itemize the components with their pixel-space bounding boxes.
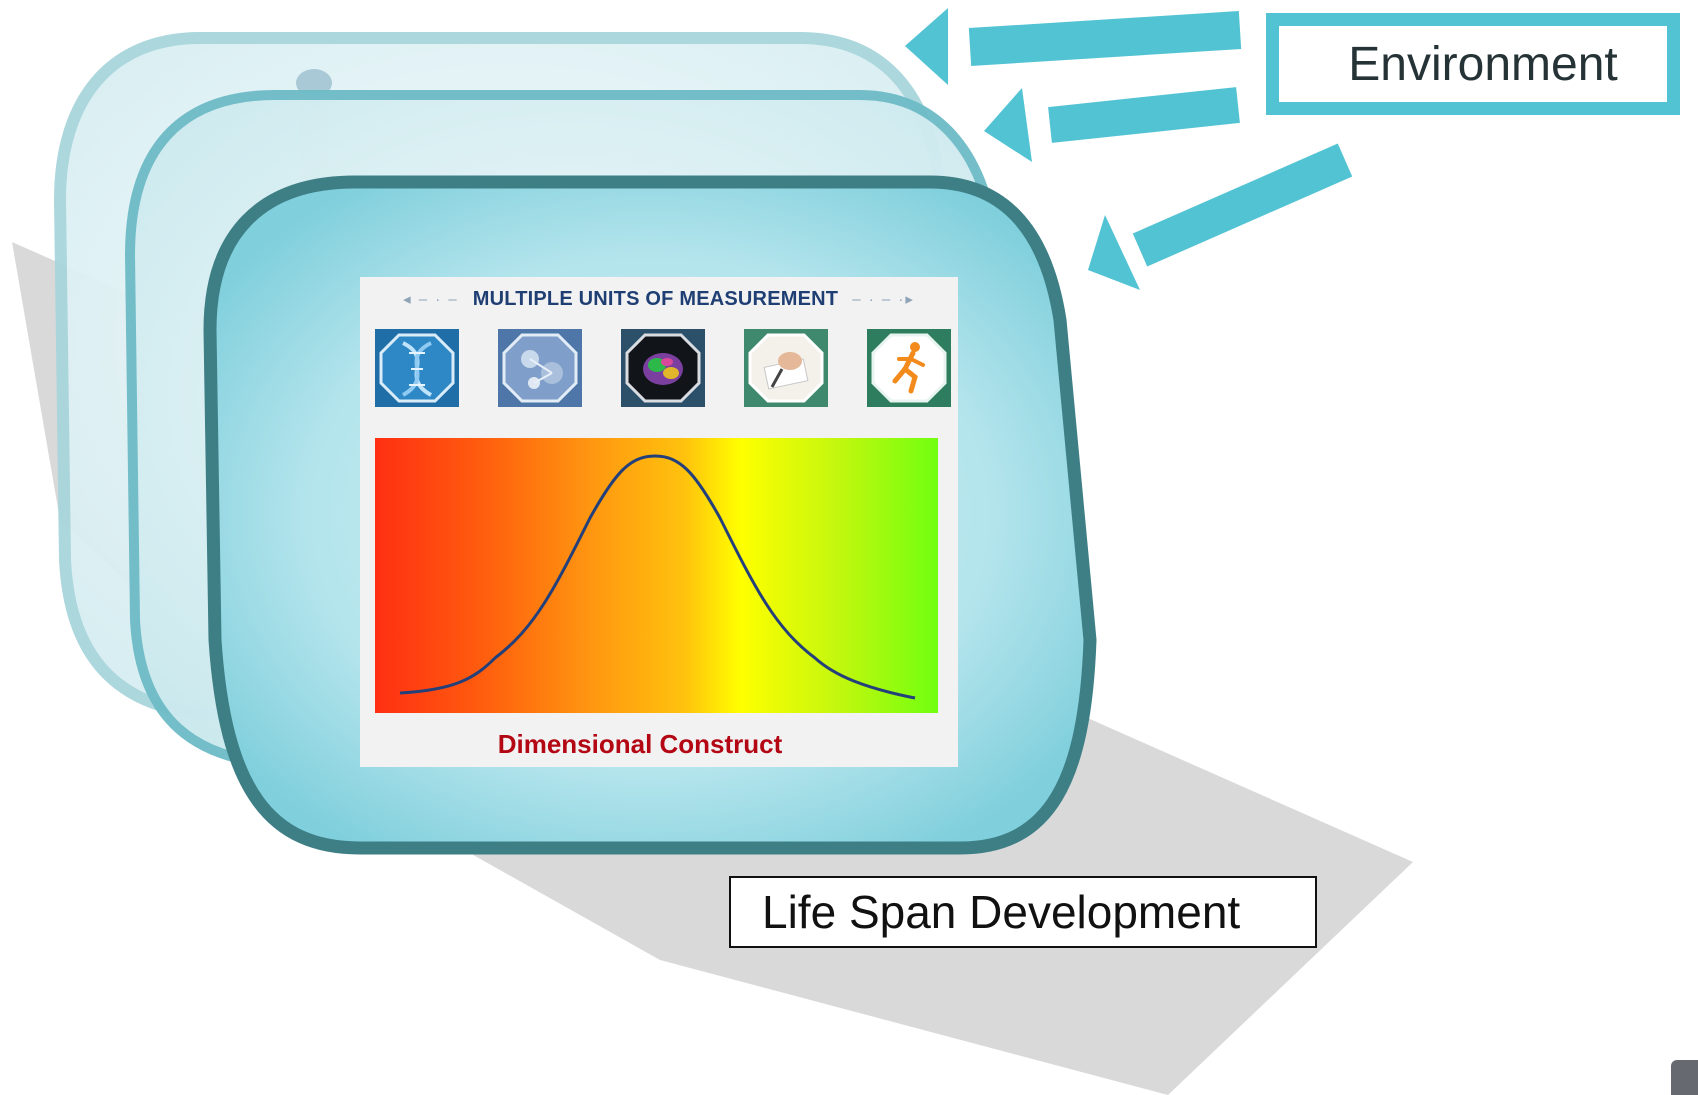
- right-dash-arrow-icon: ‒ · ‒ ·▸: [852, 291, 915, 308]
- environment-arrow-top: [905, 8, 1242, 85]
- environment-label-box: Environment: [1266, 13, 1680, 115]
- dimensional-construct-caption: Dimensional Construct: [497, 729, 783, 759]
- corner-badge: [1671, 1060, 1698, 1095]
- runner-icon: [867, 329, 951, 407]
- measurement-panel: ◂ ‒ · ‒ MULTIPLE UNITS OF MEASUREMENT ‒ …: [360, 277, 958, 767]
- lifespan-label: Life Span Development: [762, 886, 1241, 938]
- dimensional-gradient: [375, 438, 938, 713]
- cells-icon: [498, 329, 582, 407]
- environment-arrow-middle: [984, 87, 1240, 162]
- normal-distribution-curve: [399, 454, 916, 700]
- brain-icon: [621, 329, 705, 407]
- environment-label: Environment: [1348, 37, 1618, 91]
- dna-icon: [375, 329, 459, 407]
- lifespan-label-box: Life Span Development: [729, 876, 1317, 948]
- panel-header: ◂ ‒ · ‒ MULTIPLE UNITS OF MEASUREMENT ‒ …: [360, 287, 958, 311]
- environment-arrow-bottom: [1088, 143, 1353, 290]
- writing-hand-icon: [744, 329, 828, 407]
- panel-title: MULTIPLE UNITS OF MEASUREMENT: [472, 287, 839, 310]
- left-dash-arrow-icon: ◂ ‒ · ‒: [403, 291, 459, 308]
